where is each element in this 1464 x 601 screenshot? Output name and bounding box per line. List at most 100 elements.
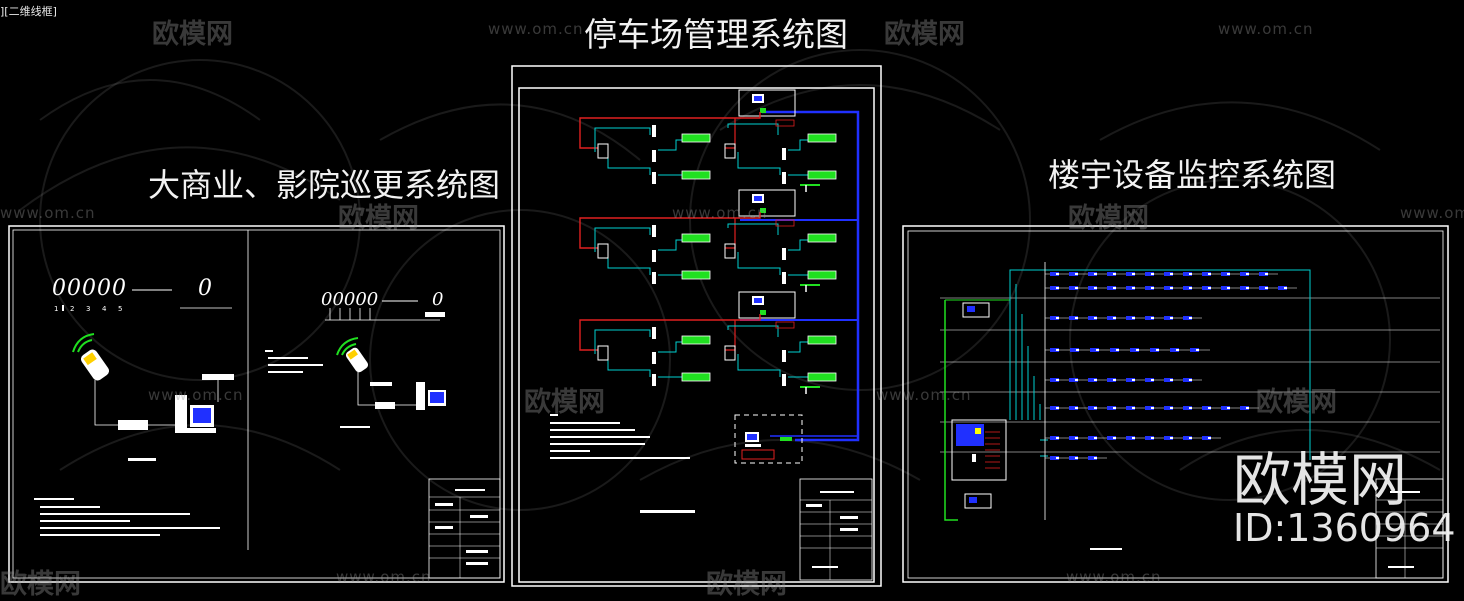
sensor-device-tag (1075, 379, 1078, 381)
sensor-device-tag (1094, 457, 1097, 459)
floor-lines (940, 297, 1440, 453)
sensor-device-tag (1132, 407, 1135, 409)
red-loop (579, 112, 761, 149)
sensor-device (1145, 272, 1154, 276)
ticket-post (782, 272, 786, 284)
sensor-device-tag (1246, 407, 1249, 409)
parking-tier[interactable] (579, 89, 837, 192)
sensor-device (1202, 286, 1211, 290)
barrier-controller (724, 143, 736, 159)
cyan-wire (737, 252, 781, 275)
sensor-device-tag (1170, 379, 1173, 381)
sensor-device (1126, 378, 1135, 382)
sensor-device (1069, 436, 1078, 440)
ticket-post (782, 374, 786, 386)
checkpoint-number: 1 (54, 305, 59, 313)
center-sheet[interactable] (511, 65, 882, 587)
sensor-device-tag (1208, 437, 1211, 439)
sensor-device (1221, 406, 1230, 410)
ticket-post (782, 350, 786, 362)
watermark-brand: 欧模网 (0, 569, 81, 600)
watermark-brand: 欧模网 (1068, 203, 1149, 234)
sensor-device (1145, 436, 1154, 440)
right-sheet[interactable] (902, 225, 1449, 583)
sensor-device-tag (1136, 349, 1139, 351)
sensor-device (1126, 286, 1135, 290)
watermark-url: www.om.cn (876, 386, 972, 404)
cyan-risers (1009, 269, 1311, 460)
barrier-controller (724, 345, 736, 361)
cyan-wire (607, 354, 651, 377)
sensor-device-tag (1151, 379, 1154, 381)
led-display (807, 270, 837, 280)
sensor-device-tag (1189, 437, 1192, 439)
sensor-device-tag (1227, 273, 1230, 275)
led-display (807, 372, 837, 382)
monitoring-device-rows[interactable] (1045, 272, 1297, 460)
sensor-device-tag (1227, 407, 1230, 409)
sensor-device (1107, 272, 1116, 276)
sensor-device-tag (1056, 349, 1059, 351)
left-sheet[interactable] (8, 225, 505, 583)
red-terminal-wires (985, 431, 1000, 469)
barrier-controller (724, 243, 736, 259)
sensor-device-tag (1170, 287, 1173, 289)
sensor-device (1202, 272, 1211, 276)
patrol-digit-b-end: 0 (432, 289, 444, 310)
network-node (760, 310, 766, 315)
zone-label-box (775, 219, 795, 227)
cyan-wire (727, 223, 779, 235)
sensor-device-tag (1056, 437, 1059, 439)
host-box (738, 291, 796, 319)
sensor-device (1183, 286, 1192, 290)
sensor-device-tag (1132, 273, 1135, 275)
sensor-device-tag (1113, 437, 1116, 439)
cyan-wire (658, 341, 682, 353)
watermark-url: www.om.cn (0, 204, 96, 222)
sensor-device-tag (1246, 287, 1249, 289)
sensor-device-tag (1132, 317, 1135, 319)
sensor-device (1145, 378, 1154, 382)
ticket-post (782, 148, 786, 160)
sensor-device-tag (1094, 379, 1097, 381)
sensor-device (1088, 286, 1097, 290)
sensor-device-tag (1056, 317, 1059, 319)
ticket-post (652, 250, 656, 262)
sensor-device-tag (1094, 437, 1097, 439)
sensor-device-tag (1076, 349, 1079, 351)
led-display (807, 170, 837, 180)
sensor-device-tag (1094, 407, 1097, 409)
parking-tier[interactable] (579, 189, 837, 292)
sensor-device-tag (1075, 457, 1078, 459)
sensor-device-tag (1096, 349, 1099, 351)
sensor-device-tag (1113, 287, 1116, 289)
sensor-device (1240, 286, 1249, 290)
viewport-label[interactable]: ][二维线框] (0, 5, 57, 18)
network-node (760, 108, 766, 113)
title-building-monitoring[interactable]: 楼宇设备监控系统图 (1048, 156, 1337, 194)
watermark-url: www.om.cn (488, 20, 584, 38)
watermark-url: www.om.cn (672, 204, 768, 222)
parking-tier[interactable] (579, 291, 837, 394)
led-display (681, 335, 711, 345)
title-patrol-system[interactable]: 大商业、影院巡更系统图 (148, 166, 501, 204)
sensor-device-tag (1075, 287, 1078, 289)
sensor-device-tag (1116, 349, 1119, 351)
watermark-url: www.om.cn (1066, 568, 1162, 586)
cyan-wire (727, 123, 779, 135)
sensor-device (1259, 272, 1268, 276)
sensor-device-tag (1189, 287, 1192, 289)
title-parking-system[interactable]: 停车场管理系统图 (584, 15, 848, 54)
sensor-device (1170, 348, 1179, 352)
sensor-device (1110, 348, 1119, 352)
sensor-device (1202, 406, 1211, 410)
sensor-device (1126, 436, 1135, 440)
sensor-device (1240, 272, 1249, 276)
sensor-device-tag (1170, 407, 1173, 409)
sensor-device (1183, 316, 1192, 320)
cyan-wire (594, 227, 651, 252)
sensor-device-tag (1170, 437, 1173, 439)
host-box (738, 189, 796, 217)
sensor-device-tag (1094, 317, 1097, 319)
